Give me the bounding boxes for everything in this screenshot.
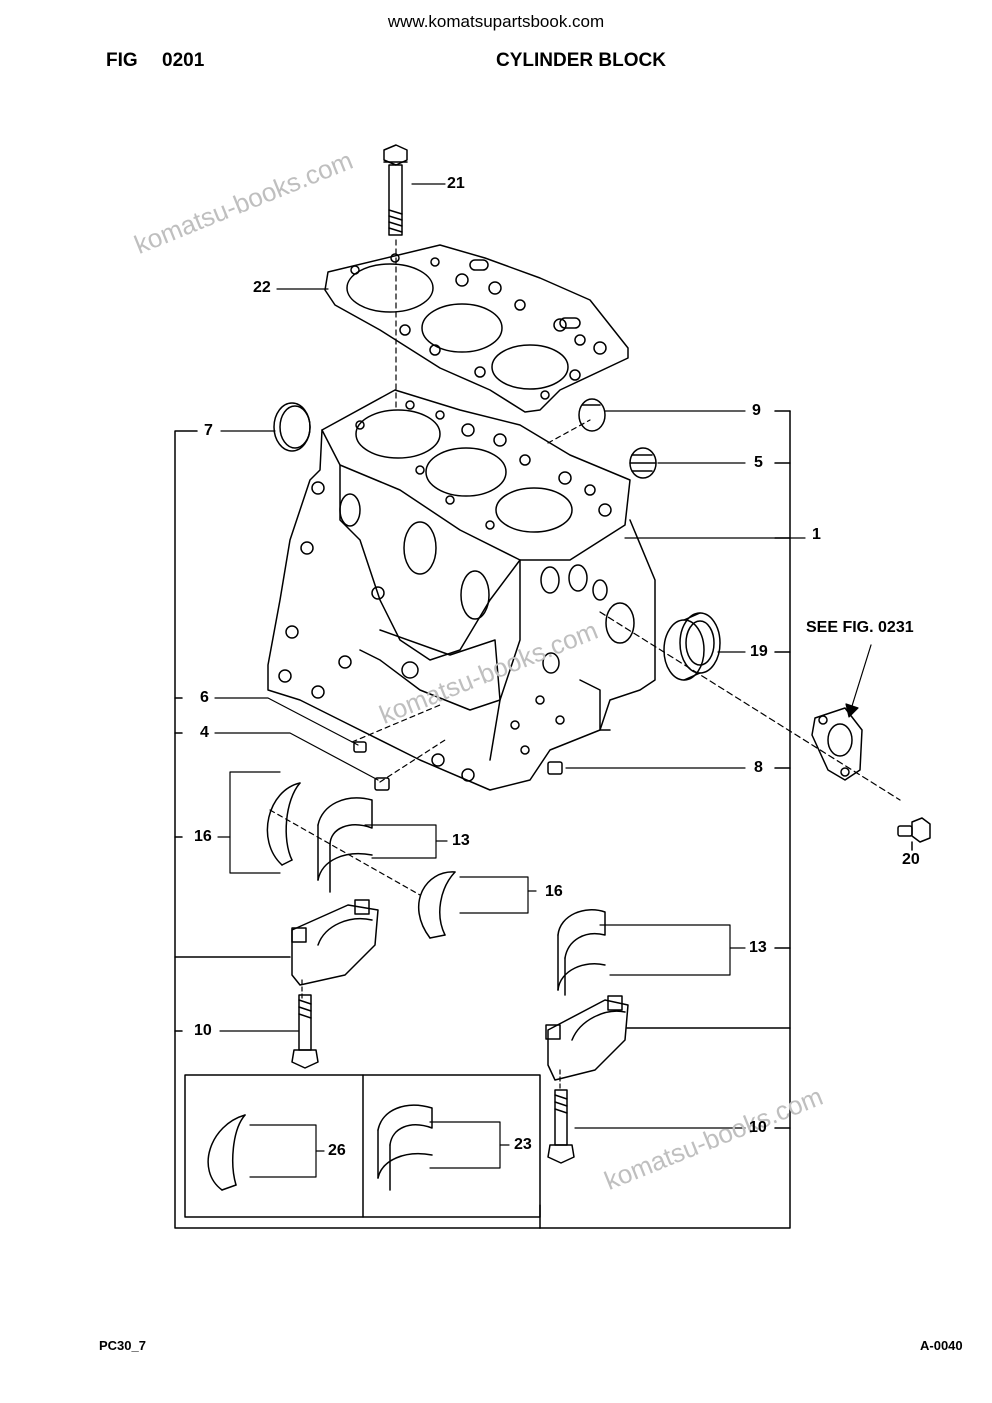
callout-13-right: 13 (749, 939, 767, 956)
head-gasket-22 (324, 244, 629, 413)
thrust-washer-16-right (418, 871, 456, 939)
fig-label: FIG (106, 50, 138, 71)
callout-16-left: 16 (194, 828, 212, 845)
bearing-cap-left (291, 899, 379, 986)
callout-20: 20 (902, 851, 920, 868)
callout-22: 22 (253, 279, 271, 296)
bearing-cap-right (545, 995, 629, 1081)
callout-23: 23 (514, 1136, 532, 1153)
bearing-shell-13-right (557, 909, 606, 996)
leader-lines (214, 183, 901, 1152)
cap-bolt-10-right (547, 1089, 575, 1164)
see-fig-reference: SEE FIG. 0231 (806, 619, 914, 636)
callout-4: 4 (200, 724, 209, 741)
set-brackets (229, 771, 731, 1178)
bolt-20 (897, 817, 931, 851)
cover-plate (811, 707, 863, 781)
callout-26: 26 (328, 1142, 346, 1159)
callout-9: 9 (752, 402, 761, 419)
bearing-shell-13-upper (317, 797, 373, 893)
callout-1: 1 (812, 526, 821, 543)
head-bolt-21 (383, 144, 408, 236)
footer-model: PC30_7 (99, 1338, 146, 1353)
callout-16-right: 16 (545, 883, 563, 900)
footer-page: A-0040 (920, 1338, 963, 1353)
plugs (273, 398, 657, 479)
bracket-lines (174, 410, 791, 1229)
callout-10-left: 10 (194, 1022, 212, 1039)
fig-number: 0201 (162, 50, 205, 71)
cylinder-block-1 (267, 389, 656, 791)
small-plugs (353, 741, 563, 791)
callout-19: 19 (750, 643, 768, 660)
callout-8: 8 (754, 759, 763, 776)
callout-21: 21 (447, 175, 465, 192)
page-title: CYLINDER BLOCK (496, 50, 666, 71)
website-url: www.komatsupartsbook.com (387, 12, 605, 31)
cap-bolt-10-left (291, 994, 319, 1069)
callout-10-right: 10 (749, 1119, 767, 1136)
callout-13-upper: 13 (452, 832, 470, 849)
callout-7: 7 (204, 422, 213, 439)
bushing-19 (663, 612, 721, 681)
thrust-washer-16-left (266, 782, 301, 866)
callout-5: 5 (754, 454, 763, 471)
callout-6: 6 (200, 689, 209, 706)
optional-parts-box (184, 1074, 541, 1218)
